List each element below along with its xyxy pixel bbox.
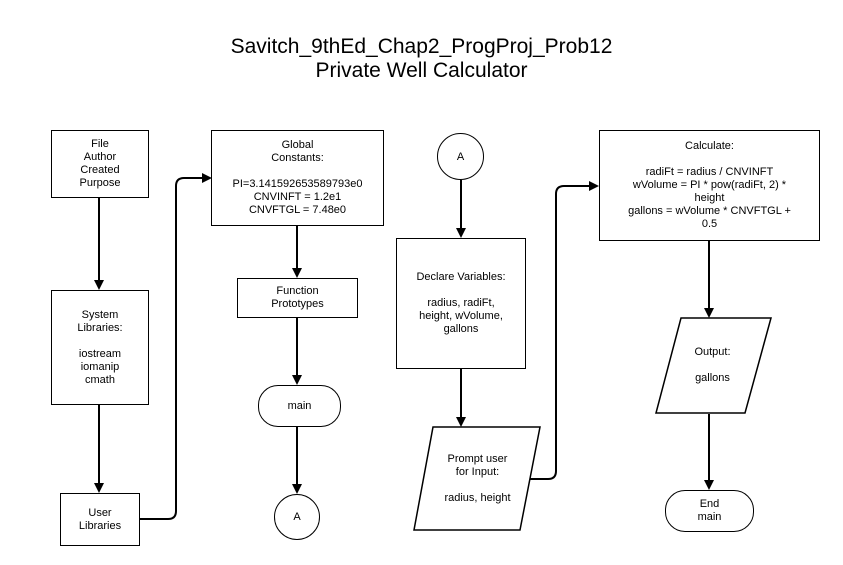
edge-user-libraries-to-global-constants [140, 173, 212, 520]
purpose-label: Purpose [79, 177, 121, 189]
calc-radift: radiFt = radius / CNVINFT [645, 166, 774, 178]
library-cmath: cmath [85, 373, 115, 386]
library-iomanip: iomanip [80, 360, 120, 373]
calculate-title: Calculate: [685, 140, 734, 152]
connector-a-out: A [274, 494, 320, 540]
prompt-line-2: for Input: [455, 465, 500, 478]
output-value: gallons [695, 372, 730, 384]
global-constants-title-1: Global [281, 139, 314, 151]
prompt-input-shape [413, 426, 541, 531]
prompt-line-3: radius, height [444, 491, 511, 504]
user-libraries-box: User Libraries [60, 493, 140, 546]
calc-wvolume-2: height [694, 192, 725, 204]
diagram-title: Savitch_9thEd_Chap2_ProgProj_Prob12 [230, 35, 613, 58]
system-libraries-title-1: System [81, 308, 119, 321]
variables-line-1: radius, radiFt, [427, 297, 495, 309]
diagram-subtitle: Private Well Calculator [315, 59, 528, 82]
calculate-box: Calculate: radiFt = radius / CNVINFT wVo… [599, 130, 820, 241]
library-iostream: iostream [78, 347, 122, 360]
file-label: File [91, 138, 109, 150]
created-label: Created [80, 164, 120, 176]
global-constants-box: Global Constants: PI=3.141592653589793e0… [211, 130, 384, 226]
edge-prompt-to-calculate [520, 181, 599, 480]
output-title: Output: [694, 346, 731, 358]
global-constants-title-2: Constants: [271, 152, 324, 164]
connector-a-out-label: A [293, 511, 301, 523]
declare-variables-box: Declare Variables: radius, radiFt, heigh… [396, 238, 526, 369]
function-prototypes-box: Function Prototypes [237, 278, 358, 318]
end-main-label-1: End [699, 498, 720, 510]
prompt-line-1: Prompt user [447, 452, 508, 465]
calc-gallons-2: 0.5 [701, 218, 718, 230]
connector-a-in-label: A [456, 150, 465, 163]
user-libraries-label-1: User [88, 506, 112, 519]
file-info-box: File Author Created Purpose [51, 130, 149, 198]
declare-variables-title: Declare Variables: [416, 271, 506, 283]
user-libraries-label-2: Libraries [78, 519, 122, 532]
output-shape [655, 317, 772, 414]
calc-wvolume-1: wVolume = PI * pow(radiFt, 2) * [632, 179, 787, 191]
main-terminal: main [258, 385, 341, 427]
main-label: main [287, 399, 312, 412]
function-prototypes-label-2: Prototypes [271, 298, 324, 310]
constant-cnvftgl: CNVFTGL = 7.48e0 [248, 204, 347, 216]
system-libraries-box: System Libraries: iostream iomanip cmath [51, 290, 149, 405]
constant-pi: PI=3.141592653589793e0 [232, 178, 363, 190]
end-main-terminal: End main [665, 490, 754, 532]
prompt-input-label: Prompt user for Input: radius, height [420, 427, 535, 530]
connector-a-in: A [437, 133, 484, 180]
calc-gallons-1: gallons = wVolume * CNVFTGL + [628, 205, 791, 217]
variables-line-3: gallons [443, 323, 479, 335]
variables-line-2: height, wVolume, [419, 310, 503, 322]
output-label: Output: gallons [665, 318, 760, 413]
end-main-label-2: main [697, 511, 722, 523]
constant-cnvinft: CNVINFT = 1.2e1 [253, 191, 342, 203]
function-prototypes-label-1: Function [276, 285, 319, 297]
author-label: Author [83, 151, 117, 163]
system-libraries-title-2: Libraries: [77, 321, 123, 334]
